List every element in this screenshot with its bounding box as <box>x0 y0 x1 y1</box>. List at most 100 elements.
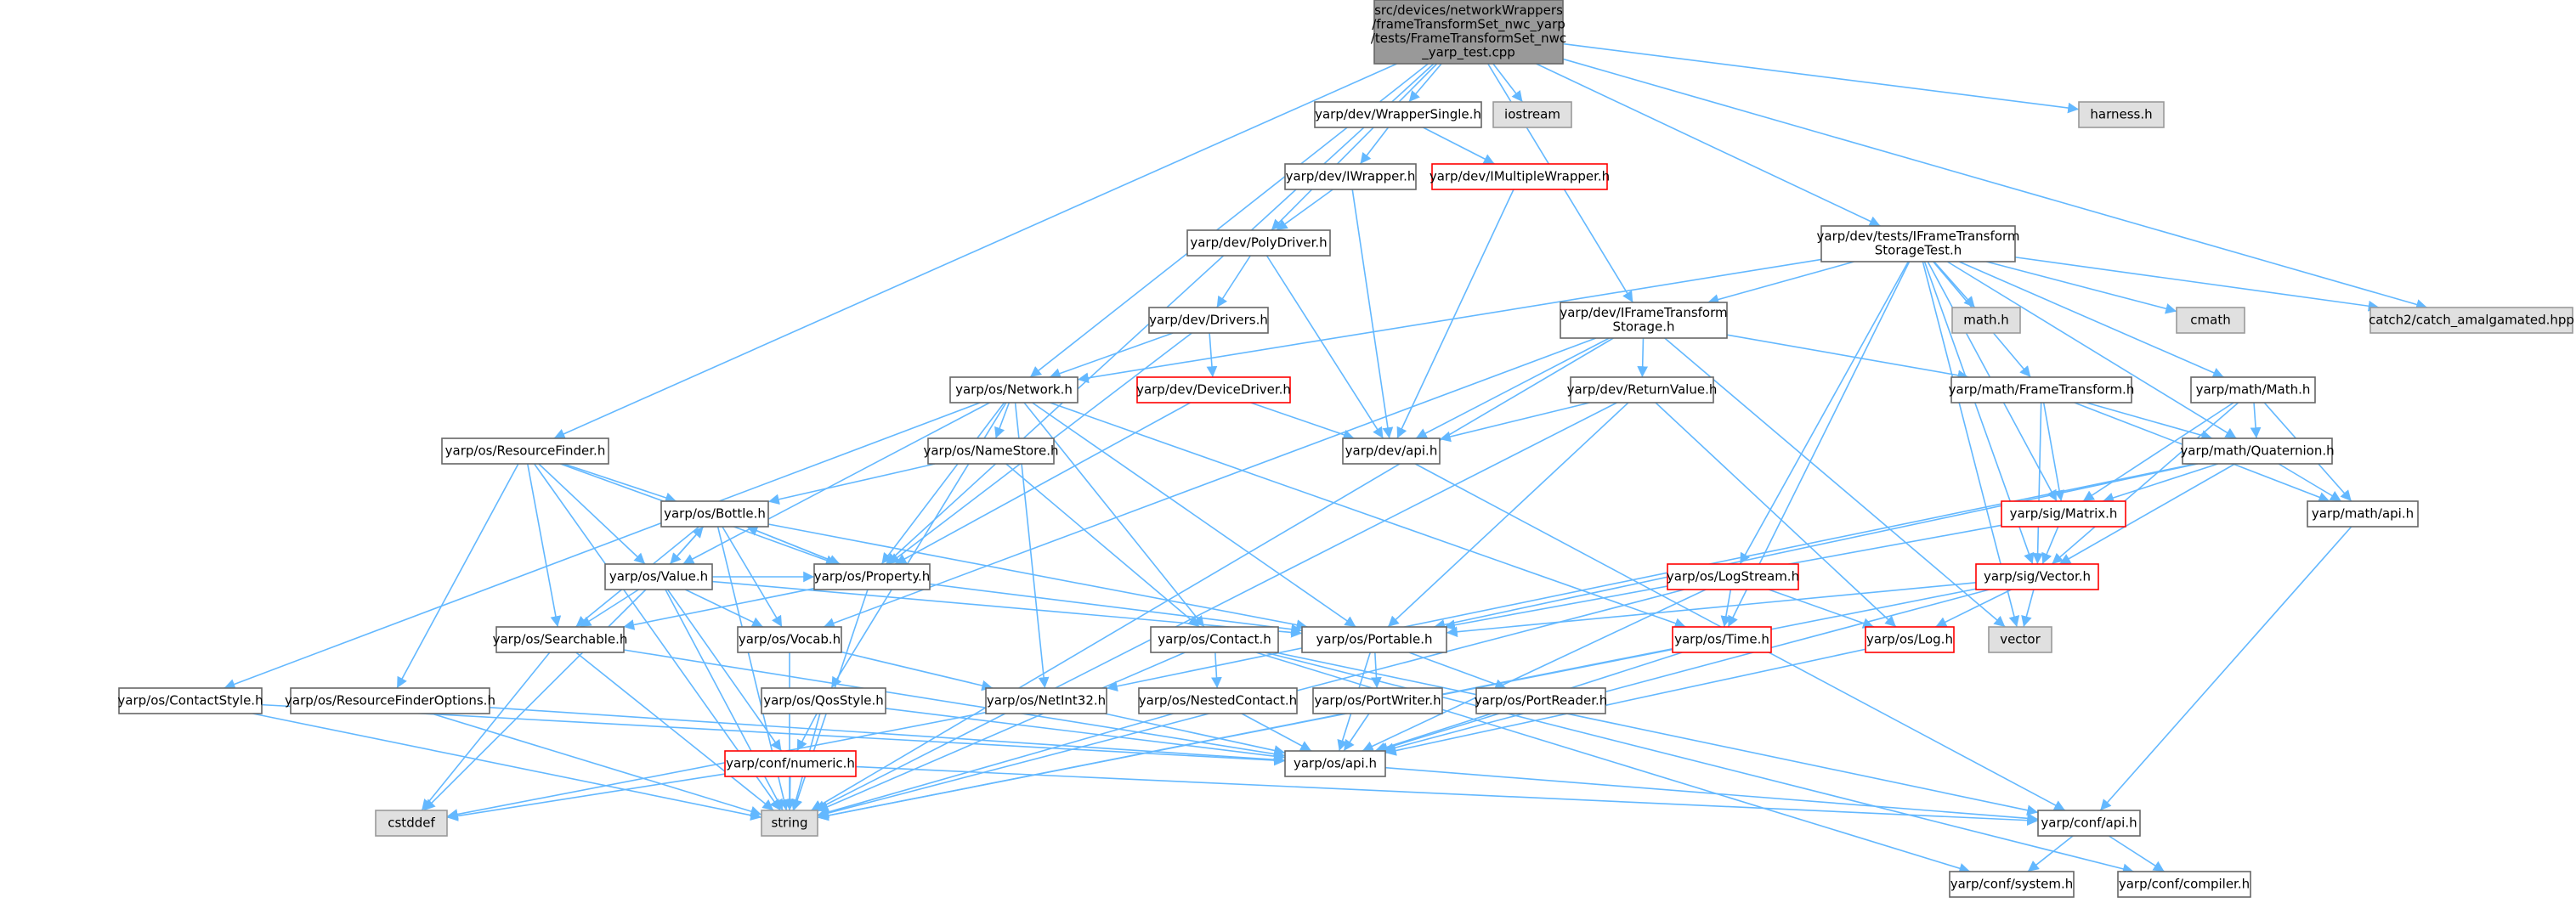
edge-property-to-searchable <box>623 587 815 630</box>
node-confapi[interactable]: yarp/conf/api.h <box>2037 810 2141 837</box>
node-box <box>1148 307 1269 334</box>
node-box <box>1312 687 1443 714</box>
node-time[interactable]: yarp/os/Time.h <box>1672 626 1772 653</box>
node-box <box>441 437 609 465</box>
node-box <box>660 500 769 528</box>
node-label: catch2/catch_amalgamated.hpp <box>2369 312 2574 328</box>
node-namestore[interactable]: yarp/os/NameStore.h <box>923 437 1059 465</box>
node-mathmath[interactable]: yarp/math/Math.h <box>2190 376 2316 404</box>
node-matrix[interactable]: yarp/sig/Matrix.h <box>2001 500 2126 528</box>
edge-iftstorage-to-frametransform <box>1726 334 1969 381</box>
node-log[interactable]: yarp/os/Log.h <box>1865 626 1955 653</box>
node-box <box>949 376 1079 404</box>
node-box <box>2176 307 2245 334</box>
edge-contact-to-confapi <box>1275 652 2039 816</box>
node-label: yarp/dev/WrapperSingle.h <box>1315 106 1481 121</box>
node-box <box>1138 687 1298 714</box>
node-box <box>1560 302 1728 339</box>
node-polydriver[interactable]: yarp/dev/PolyDriver.h <box>1186 229 1331 257</box>
node-portwriter[interactable]: yarp/os/PortWriter.h <box>1312 687 1443 714</box>
edge-returnvalue-to-devapi <box>1439 402 1590 443</box>
node-frametransform[interactable]: yarp/math/FrameTransform.h <box>1949 376 2135 404</box>
node-label: yarp/math/Math.h <box>2196 381 2311 397</box>
node-box <box>1373 0 1564 65</box>
node-label: yarp/conf/compiler.h <box>2119 876 2250 891</box>
node-portable[interactable]: yarp/os/Portable.h <box>1301 626 1447 653</box>
node-label: StorageTest.h <box>1875 243 1962 258</box>
node-osapi[interactable]: yarp/os/api.h <box>1284 750 1386 777</box>
edge-devicedriver-to-devapi <box>1250 402 1355 440</box>
node-devicedriver[interactable]: yarp/dev/DeviceDriver.h <box>1136 376 1291 404</box>
node-system[interactable]: yarp/conf/system.h <box>1949 871 2075 898</box>
edge-network-to-value <box>682 402 990 565</box>
node-iftstoragetest[interactable]: yarp/dev/tests/IFrameTransformStorageTes… <box>1817 225 2020 262</box>
node-iwrapper[interactable]: yarp/dev/IWrapper.h <box>1284 163 1417 190</box>
edge-drivers-to-devicedriver <box>1206 332 1218 378</box>
node-searchable[interactable]: yarp/os/Searchable.h <box>493 626 628 653</box>
node-label: yarp/os/Vocab.h <box>739 631 841 646</box>
edge-value-to-numeric <box>666 589 783 752</box>
edge-osapi-to-confapi <box>1384 766 2039 824</box>
node-wrappersingle[interactable]: yarp/dev/WrapperSingle.h <box>1314 101 1482 128</box>
node-label: yarp/os/Portable.h <box>1316 631 1433 646</box>
node-box <box>724 750 857 777</box>
node-network[interactable]: yarp/os/Network.h <box>949 376 1079 404</box>
node-netint32[interactable]: yarp/os/NetInt32.h <box>985 687 1107 714</box>
node-cmath: cmath <box>2176 307 2245 334</box>
edge-root-to-iftstoragetest <box>1536 63 1881 227</box>
node-logstream[interactable]: yarp/os/LogStream.h <box>1667 563 1799 590</box>
node-vocab[interactable]: yarp/os/Vocab.h <box>737 626 842 653</box>
node-sigvector[interactable]: yarp/sig/Vector.h <box>1975 563 2099 590</box>
edge-sigvector-to-osapi <box>1383 589 1990 753</box>
node-box <box>2182 437 2333 465</box>
node-numeric[interactable]: yarp/conf/numeric.h <box>724 750 857 777</box>
node-box <box>1284 750 1386 777</box>
node-box <box>1865 626 1955 653</box>
node-contactstyle[interactable]: yarp/os/ContactStyle.h <box>117 687 263 714</box>
node-label: yarp/dev/IFrameTransform <box>1560 305 1727 320</box>
node-drivers[interactable]: yarp/dev/Drivers.h <box>1148 307 1269 334</box>
edge-mathmath-to-matrix <box>2082 402 2234 502</box>
node-box <box>1301 626 1447 653</box>
node-mathapi[interactable]: yarp/math/api.h <box>2307 500 2419 528</box>
node-box <box>1667 563 1799 590</box>
node-box <box>761 687 886 714</box>
node-qosstyle[interactable]: yarp/os/QosStyle.h <box>761 687 886 714</box>
edge-value-to-bottle <box>669 526 705 565</box>
node-rfoptions[interactable]: yarp/os/ResourceFinderOptions.h <box>285 687 495 714</box>
node-label: /frameTransformSet_nwc_yarp <box>1372 17 1565 33</box>
node-label: yarp/os/Log.h <box>1866 631 1953 646</box>
node-label: yarp/dev/PolyDriver.h <box>1190 234 1327 250</box>
edge-time-to-string <box>817 648 1673 821</box>
node-contact[interactable]: yarp/os/Contact.h <box>1150 626 1279 653</box>
edge-root-to-resourcefinder <box>553 63 1397 439</box>
edge-resourcefinder-to-value <box>538 463 646 565</box>
edge-network-to-property <box>880 402 1005 565</box>
node-imultiple[interactable]: yarp/dev/IMultipleWrapper.h <box>1430 163 1610 190</box>
node-devapi[interactable]: yarp/dev/api.h <box>1342 437 1441 465</box>
node-returnvalue[interactable]: yarp/dev/ReturnValue.h <box>1567 376 1718 404</box>
node-box <box>1820 225 2016 262</box>
node-nestedcontact[interactable]: yarp/os/NestedContact.h <box>1138 687 1298 714</box>
node-label: yarp/os/ResourceFinderOptions.h <box>285 692 495 708</box>
edge-portable-to-portwriter <box>1371 652 1382 689</box>
node-cstddef: cstddef <box>375 810 448 837</box>
node-resourcefinder[interactable]: yarp/os/ResourceFinder.h <box>441 437 609 465</box>
edge-property-to-bottle <box>746 525 841 565</box>
edge-iftstorage-to-devapi <box>1415 337 1610 439</box>
node-box <box>1431 163 1608 190</box>
node-property[interactable]: yarp/os/Property.h <box>813 563 931 590</box>
node-label: string <box>771 815 807 830</box>
node-value[interactable]: yarp/os/Value.h <box>604 563 713 590</box>
node-label: cstddef <box>388 815 435 830</box>
node-portreader[interactable]: yarp/os/PortReader.h <box>1475 687 1608 714</box>
node-label: vector <box>2000 631 2041 646</box>
edge-log-to-osapi <box>1384 648 1866 756</box>
node-bottle[interactable]: yarp/os/Bottle.h <box>660 500 769 528</box>
node-quaternion[interactable]: yarp/math/Quaternion.h <box>2180 437 2335 465</box>
edge-iftstoragetest-to-network <box>1077 258 1822 384</box>
node-compiler[interactable]: yarp/conf/compiler.h <box>2117 871 2251 898</box>
edge-mathmath-to-sigvector <box>2051 402 2239 565</box>
edge-mathapi-to-confapi <box>2099 526 2352 811</box>
